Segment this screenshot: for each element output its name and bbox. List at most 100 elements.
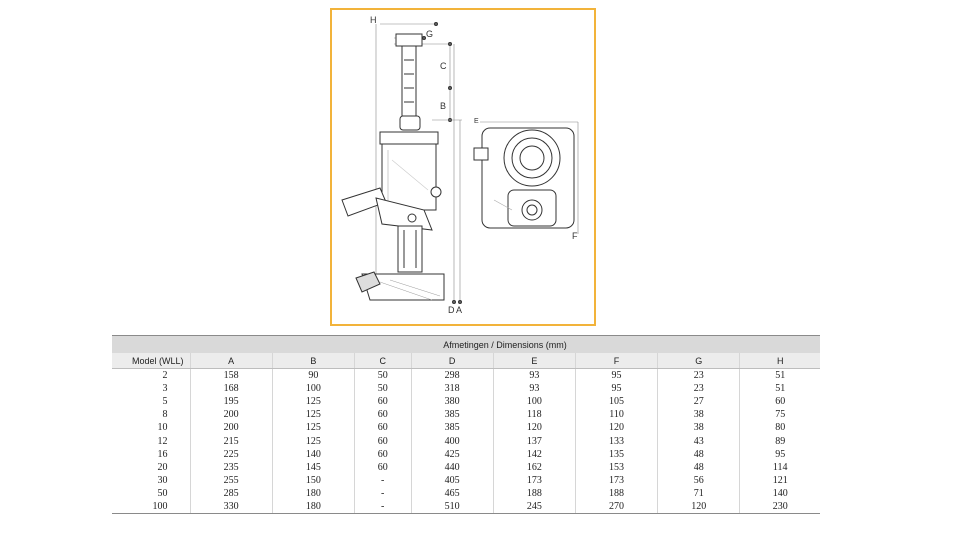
table-cell-model: 10 [157,422,168,434]
dim-label-d: D [448,305,455,315]
table-cell: 48 [657,460,740,474]
table-cell: 121 [739,473,820,487]
column-header-c: C [353,353,411,369]
table-cell: 50 [353,368,411,383]
table-cell: 225 [189,447,273,461]
table-cell: 137 [492,434,576,448]
table-cell: 142 [492,447,576,461]
table-cell-model: 100 [112,499,190,515]
table-cell: 153 [574,460,658,474]
table-cell: 133 [574,434,658,448]
table-cell: 188 [492,486,576,500]
table-cell: 173 [574,473,658,487]
table-cell: 90 [271,368,355,383]
table-cell: 330 [189,499,273,515]
table-cell: 38 [657,421,740,435]
table-cell: 60 [353,408,411,422]
table-cell-model: 2 [162,370,168,382]
table-cell-model: 20 [157,461,168,473]
table-cell: 215 [189,434,273,448]
column-header-g: G [657,353,740,369]
table-cell: 298 [410,368,494,383]
table-cell: 120 [492,421,576,435]
dimensions-table: Afmetingen / Dimensions (mm) Model (WLL)… [112,335,820,515]
table-cell: 245 [492,499,576,515]
table-cell: 180 [271,486,355,500]
table-cell: 125 [271,434,355,448]
table-cell-model: 50 [157,487,168,499]
table-cell: 255 [189,473,273,487]
table-cell: 140 [739,486,820,500]
table-cell-model: 5 [162,396,168,408]
table-cell: - [353,473,411,487]
table-cell: 43 [657,434,740,448]
table-cell: 118 [492,408,576,422]
table-cell: 105 [574,395,658,409]
table-cell: 168 [189,382,273,396]
table-cell: 180 [271,499,355,515]
table-cell: 173 [492,473,576,487]
dim-label-c: C [440,61,447,71]
dimensions-table-wrap: Afmetingen / Dimensions (mm) Model (WLL)… [112,335,820,515]
table-cell: - [353,486,411,500]
table-column-header-row: Model (WLL) A B C D E F G H [112,353,820,369]
table-cell: 95 [574,368,658,383]
table-cell: 51 [739,368,820,383]
table-cell: 50 [353,382,411,396]
dim-label-h: H [370,15,377,25]
table-cell: 200 [189,408,273,422]
table-cell-model: 16 [157,448,168,460]
column-header-model: Model (WLL) [112,353,190,369]
table-cell: 60 [353,447,411,461]
table-cell: 405 [410,473,494,487]
table-cell: 235 [189,460,273,474]
table-cell: 89 [739,434,820,448]
column-header-f: F [574,353,658,369]
group-header: Afmetingen / Dimensions (mm) [190,335,820,353]
table-cell: 158 [189,368,273,383]
table-cell: 23 [657,382,740,396]
table-cell: 48 [657,447,740,461]
dim-label-b: B [440,101,447,111]
table-cell: 56 [657,473,740,487]
table-cell: 440 [410,460,494,474]
table-cell: 270 [574,499,658,515]
technical-drawing-frame: H G C B E F D A [330,8,596,326]
column-header-a: A [189,353,273,369]
table-cell: 60 [353,395,411,409]
table-cell: 60 [353,434,411,448]
column-header-d: D [410,353,494,369]
table-cell: 38 [657,408,740,422]
dim-label-e: E [474,118,479,125]
table-cell: 510 [410,499,494,515]
table-cell: - [353,499,411,515]
table-cell: 145 [271,460,355,474]
table-cell: 385 [410,408,494,422]
column-header-e: E [492,353,576,369]
dim-label-a: A [456,305,463,315]
group-header-blank [112,335,190,353]
dim-label-g: G [426,29,434,39]
table-cell: 71 [657,486,740,500]
table-cell: 188 [574,486,658,500]
table-cell: 60 [353,421,411,435]
column-header-b: B [271,353,355,369]
table-cell: 93 [492,368,576,383]
table-cell: 27 [657,395,740,409]
table-cell: 125 [271,408,355,422]
table-cell-model: 12 [157,435,168,447]
table-cell: 114 [739,460,820,474]
table-cell: 100 [271,382,355,396]
table-cell: 162 [492,460,576,474]
table-cell: 120 [657,499,740,515]
table-cell-model: 3 [162,383,168,395]
table-cell: 380 [410,395,494,409]
table-cell: 200 [189,421,273,435]
